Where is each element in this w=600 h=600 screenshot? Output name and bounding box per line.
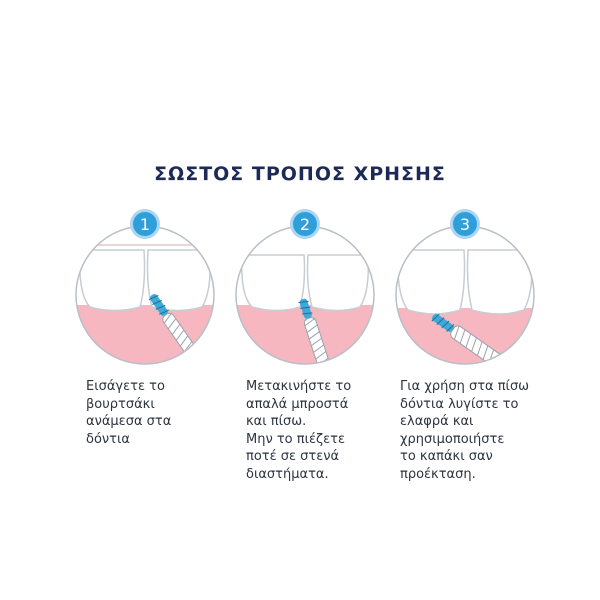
caption-line: διαστήματα. — [246, 466, 329, 482]
caption-line: χρησιμοποιήστε — [400, 431, 505, 447]
caption-line: ποτέ σε στενά — [246, 449, 340, 464]
step-3-caption: Για χρήση στα πίσω δόντια λυγίστε το ελα… — [400, 378, 550, 483]
step-3-badge: 3 — [450, 209, 480, 239]
caption-line: ανάμεσα στα — [86, 414, 172, 429]
caption-line: ελαφρά και — [400, 414, 474, 429]
caption-line: προέκταση. — [400, 466, 476, 482]
step-1-number: 1 — [140, 215, 150, 234]
interdental-brush — [298, 298, 330, 364]
gum — [396, 308, 534, 364]
tooth-right — [146, 249, 212, 312]
caption-line: Μετακινήστε το — [246, 379, 352, 394]
step-2-number: 2 — [300, 215, 310, 234]
step-1-caption: Εισάγετε το βουρτσάκι ανάμεσα στα δόντια — [86, 378, 236, 448]
tooth-right — [466, 249, 534, 315]
caption-line: και πίσω. — [246, 414, 307, 429]
caption-line: Εισάγετε το — [86, 379, 165, 394]
tooth-left — [396, 249, 466, 315]
gum — [76, 305, 214, 364]
caption-line: Για χρήση στα πίσω — [400, 379, 530, 394]
tooth-left — [240, 254, 306, 312]
tooth-left — [78, 249, 146, 312]
caption-line: Μην το πιέζετε — [246, 431, 345, 447]
step-3-illustration: 3 — [395, 209, 535, 365]
page-title: ΣΩΣΤΟΣ ΤΡΟΠΟΣ ΧΡΗΣΗΣ — [154, 163, 446, 185]
caption-line: δόντια λυγίστε το — [400, 396, 519, 412]
tooth-right — [306, 254, 370, 312]
step-1-illustration: 1 — [75, 209, 215, 365]
step-1-badge: 1 — [130, 209, 160, 239]
step-2-caption: Μετακινήστε το απαλά μπροστά και πίσω. Μ… — [246, 378, 396, 483]
step-3-number: 3 — [460, 215, 470, 234]
step-2-badge: 2 — [290, 209, 320, 239]
caption-line: το καπάκι σαν — [400, 449, 493, 464]
caption-line: βουρτσάκι — [86, 396, 155, 412]
step-2-illustration: 2 — [235, 209, 375, 365]
caption-line: απαλά μπροστά — [246, 396, 349, 412]
caption-line: δόντια — [86, 431, 130, 447]
